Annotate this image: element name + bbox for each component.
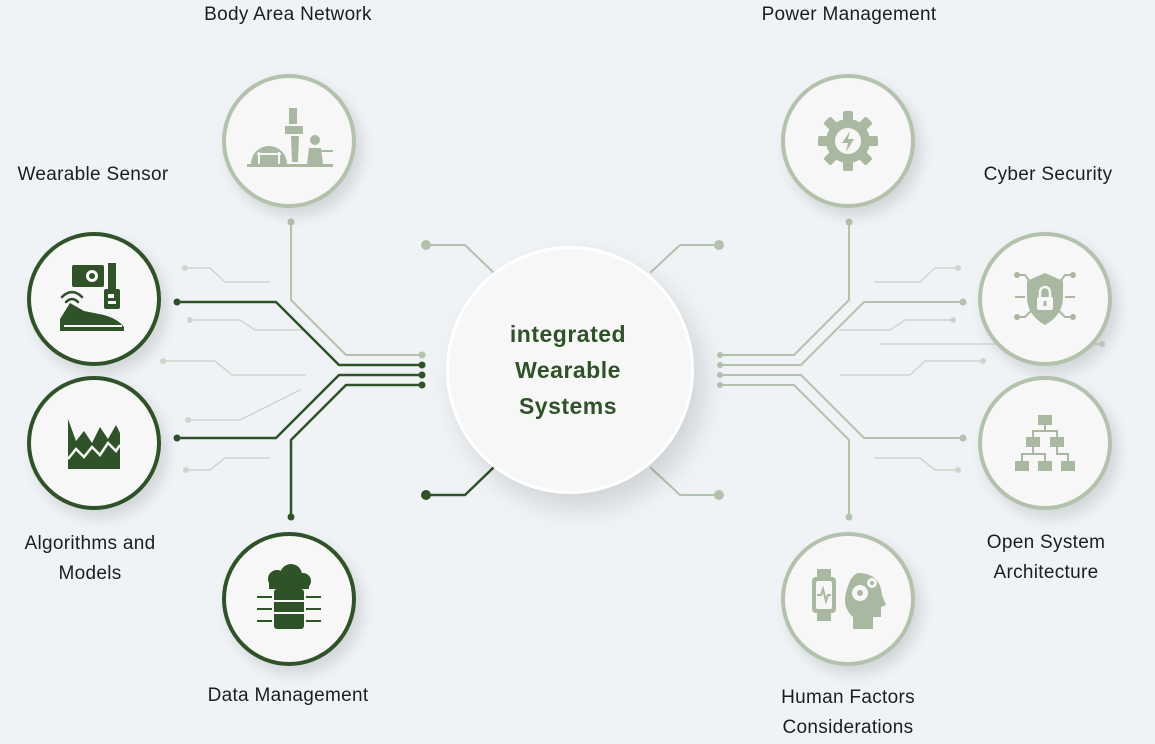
hierarchy-tree-icon xyxy=(1013,411,1077,475)
hub-title: integrated Wearable Systems xyxy=(509,321,627,419)
wearable-sensor-label: Wearable Sensor xyxy=(17,164,169,185)
cyber-security-label: Cyber Security xyxy=(983,164,1113,185)
data-management-node xyxy=(222,532,356,666)
power-management-label: Power Management xyxy=(761,4,937,25)
human-factors-label: Human Factors Considerations xyxy=(781,687,915,738)
connector-dots xyxy=(160,218,1105,521)
algorithms-models-node xyxy=(27,376,161,510)
cloud-database-icon xyxy=(253,563,325,635)
smartwatch-head-gear-icon xyxy=(808,567,888,631)
gear-lightning-icon xyxy=(816,109,880,173)
body-area-network-node xyxy=(222,74,356,208)
cyber-security-node xyxy=(978,232,1112,366)
wearable-sensor-node xyxy=(27,232,161,366)
power-management-node xyxy=(781,74,915,208)
algorithms-models-label: Algorithms and Models xyxy=(24,533,156,584)
open-system-architecture-node xyxy=(978,376,1112,510)
connectors-right-light xyxy=(650,221,964,518)
data-management-label: Data Management xyxy=(207,685,369,706)
field-base-soldier-icon xyxy=(243,106,335,176)
human-factors-node xyxy=(781,532,915,666)
connectors-left-light xyxy=(290,221,494,356)
shield-lock-circuit-icon xyxy=(1013,267,1077,331)
connectors-left-dark xyxy=(175,300,495,519)
decorative-traces-left xyxy=(162,267,306,471)
body-area-network-label: Body Area Network xyxy=(204,4,372,25)
camera-smartwatch-shoe-icon xyxy=(56,261,132,337)
open-system-architecture-label: Open System Architecture xyxy=(986,532,1106,583)
area-chart-icon xyxy=(64,413,124,473)
hub-circle: integrated Wearable Systems xyxy=(446,246,694,494)
